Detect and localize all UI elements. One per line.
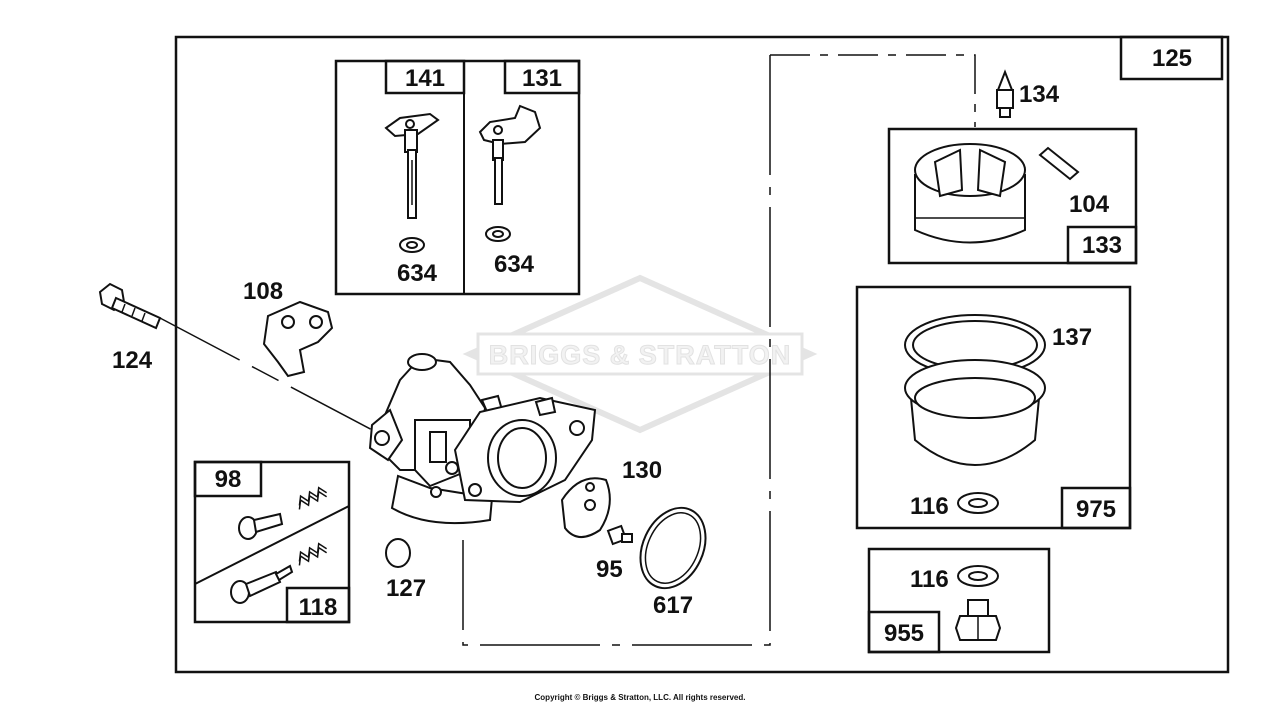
label-124: 124 bbox=[112, 347, 153, 374]
label-134: 134 bbox=[1019, 81, 1060, 108]
label-108: 108 bbox=[243, 278, 283, 305]
label-955: 955 bbox=[884, 620, 924, 647]
washer-634-b-part bbox=[485, 226, 511, 242]
welch-plug-127-part bbox=[385, 538, 411, 568]
inlet-needle-134-part bbox=[996, 69, 1014, 118]
float-box-133: 133 104 bbox=[887, 127, 1138, 265]
spring-lower-part bbox=[298, 542, 328, 566]
box-125 bbox=[1119, 35, 1224, 81]
mixture-screw-part bbox=[230, 564, 294, 604]
label-98: 98 bbox=[215, 466, 242, 493]
bowl-gasket-137-part bbox=[904, 314, 1046, 376]
label-127: 127 bbox=[386, 575, 426, 602]
float-pin-104-part bbox=[1038, 146, 1080, 181]
label-634-b: 634 bbox=[494, 251, 535, 278]
main-frame bbox=[174, 35, 1230, 674]
spring-upper-part bbox=[298, 486, 328, 510]
carburetor-body-part bbox=[368, 353, 597, 525]
bowl-nut-box-955: 955 116 bbox=[867, 547, 1051, 654]
float-bowl-part bbox=[904, 359, 1046, 466]
label-141: 141 bbox=[405, 65, 445, 92]
throttle-shaft-141-part bbox=[384, 112, 440, 219]
bowl-nut-part bbox=[954, 599, 1002, 641]
label-116-a: 116 bbox=[910, 493, 949, 520]
label-130: 130 bbox=[622, 457, 662, 484]
briggs-stratton-watermark: BRIGGS & STRATTON bbox=[462, 274, 818, 434]
label-634-a: 634 bbox=[397, 260, 438, 287]
label-125: 125 bbox=[1152, 45, 1192, 72]
screw-spring-kit-box: 98 118 bbox=[193, 460, 351, 624]
label-95: 95 bbox=[596, 556, 623, 583]
choke-shaft-131-part bbox=[478, 104, 542, 205]
float-part bbox=[914, 143, 1026, 244]
label-104: 104 bbox=[1069, 191, 1110, 218]
washer-116-a-part bbox=[957, 492, 999, 514]
float-bowl-box-975: 975 137 116 bbox=[855, 285, 1132, 530]
shaft-kit-box: 141 131 634 634 bbox=[334, 59, 581, 296]
label-617: 617 bbox=[653, 592, 693, 619]
label-131: 131 bbox=[522, 65, 562, 92]
screw-95-part bbox=[606, 524, 633, 546]
idle-screw-part bbox=[238, 512, 284, 540]
diaphragm-130-part bbox=[560, 477, 611, 538]
connector-lines bbox=[159, 54, 976, 646]
washer-116-b-part bbox=[957, 565, 999, 587]
copyright-notice: Copyright © Briggs & Stratton, LLC. All … bbox=[534, 693, 746, 702]
label-118: 118 bbox=[299, 594, 338, 621]
o-ring-617-part bbox=[639, 506, 707, 590]
washer-634-a-part bbox=[399, 237, 425, 253]
label-116-b: 116 bbox=[910, 566, 949, 593]
gasket-108-part bbox=[262, 300, 334, 378]
label-975: 975 bbox=[1076, 496, 1116, 523]
screw-124-part bbox=[98, 282, 162, 330]
label-137: 137 bbox=[1052, 324, 1092, 351]
label-133: 133 bbox=[1082, 232, 1122, 259]
watermark-text: BRIGGS & STRATTON bbox=[489, 340, 792, 370]
